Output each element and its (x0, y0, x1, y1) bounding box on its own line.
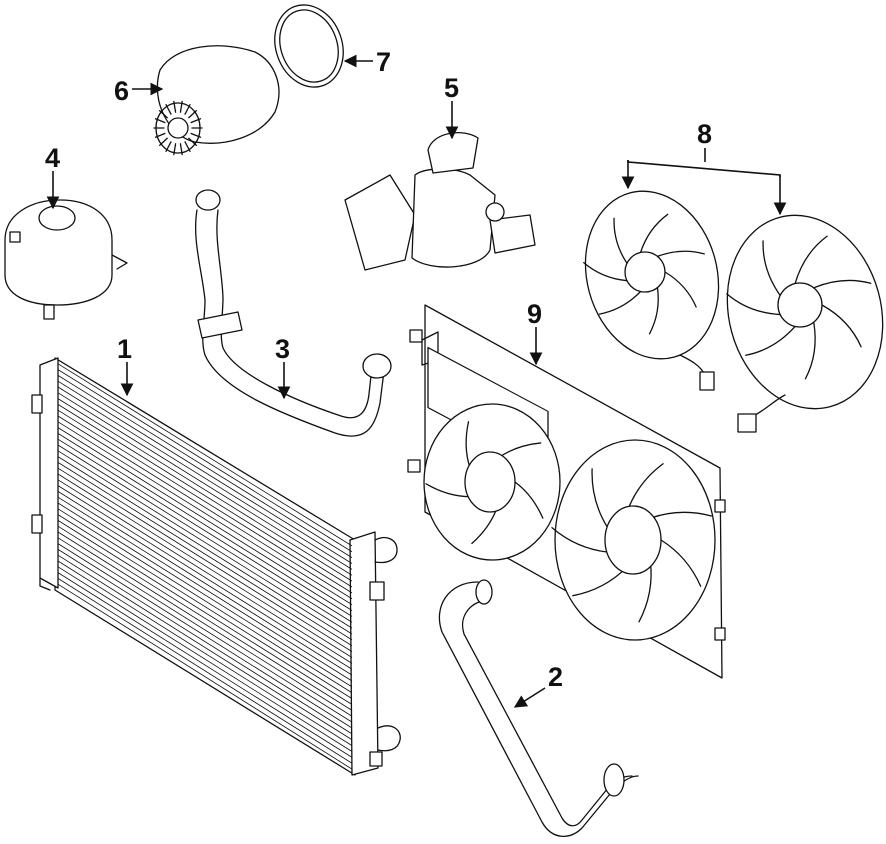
callout-4: 4 (45, 143, 60, 210)
svg-text:3: 3 (275, 334, 290, 364)
radiator-fins (57, 363, 353, 770)
shroud-fan-blades (425, 421, 544, 545)
fan-motor-right (726, 214, 884, 433)
fan-motor-left (583, 190, 720, 391)
svg-text:4: 4 (45, 143, 60, 173)
callout-5: 5 (444, 73, 459, 140)
svg-text:9: 9 (527, 299, 542, 329)
callout-9: 9 (527, 299, 543, 366)
svg-text:7: 7 (376, 47, 391, 77)
lower-hose (438, 579, 639, 837)
o-ring (274, 4, 344, 88)
svg-text:8: 8 (697, 119, 712, 149)
fan-blades (583, 213, 705, 335)
svg-text:5: 5 (444, 73, 459, 103)
radiator (31, 357, 401, 776)
upper-hose (194, 189, 392, 437)
callout-2: 2 (513, 662, 563, 708)
callout-8: 8 (621, 119, 787, 216)
coolant-reservoir (4, 199, 128, 320)
svg-text:6: 6 (114, 76, 129, 106)
fan-blades (726, 235, 872, 380)
water-pump (153, 45, 280, 156)
callout-3: 3 (275, 334, 291, 400)
callout-1: 1 (117, 334, 134, 397)
thermostat-housing (344, 132, 536, 271)
callout-7: 7 (343, 47, 391, 77)
svg-text:2: 2 (548, 662, 563, 692)
pump-gear (153, 100, 203, 156)
callout-6: 6 (114, 76, 164, 106)
fan-shroud (407, 304, 726, 679)
svg-text:1: 1 (117, 334, 132, 364)
